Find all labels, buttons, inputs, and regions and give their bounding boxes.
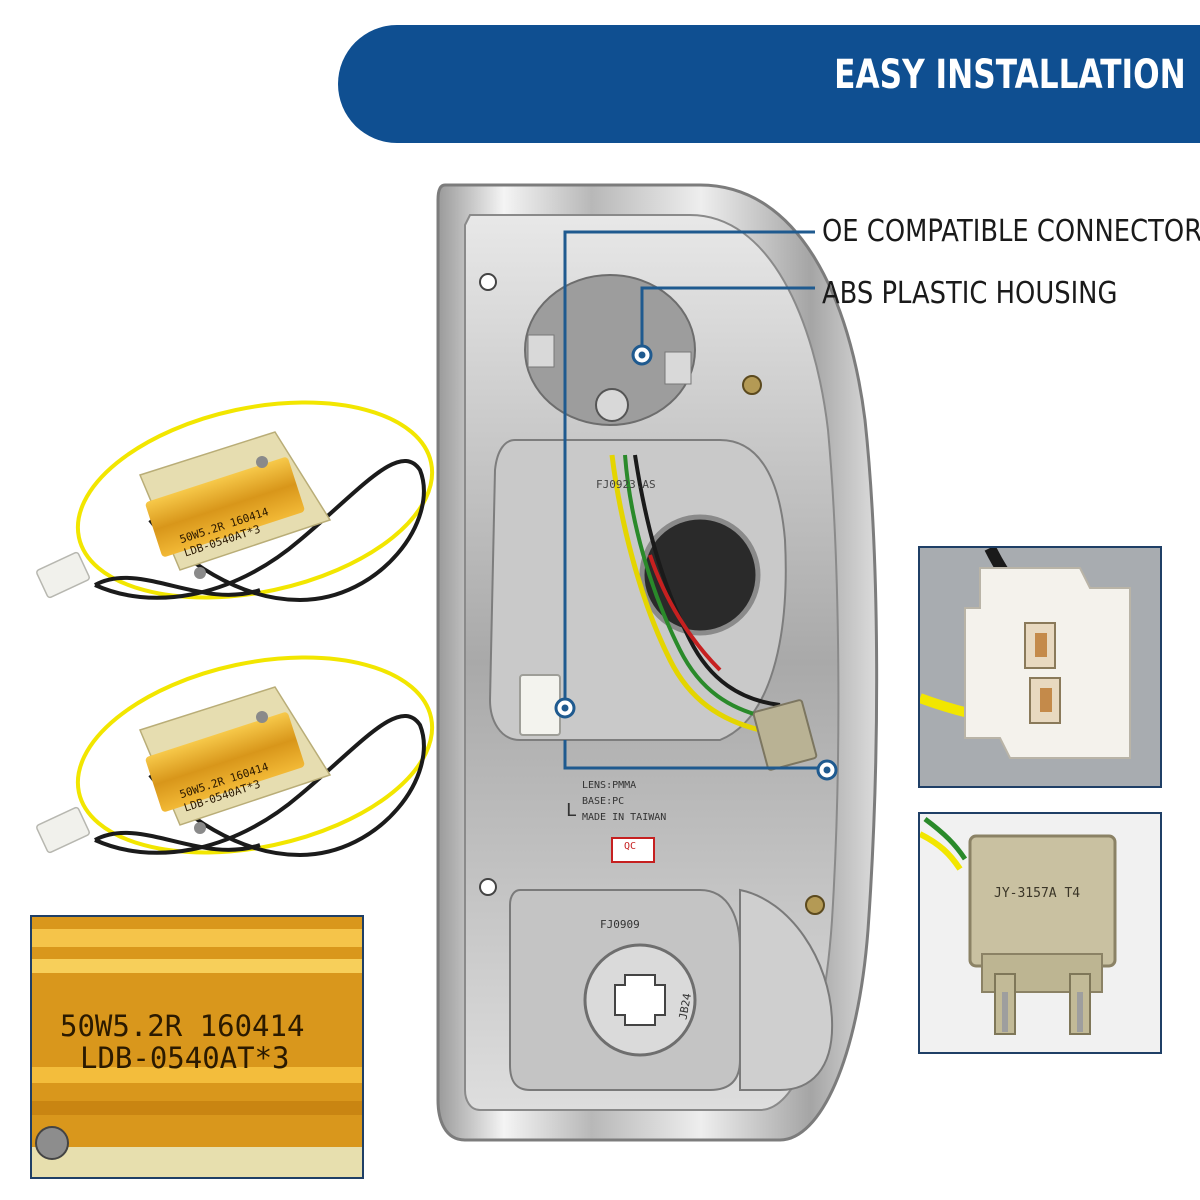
grey-connector-image bbox=[920, 814, 1160, 1052]
callout-oe-connectors: OE COMPATIBLE CONNECTORS bbox=[822, 214, 1200, 249]
resistor-closeup-image bbox=[32, 917, 362, 1177]
connector-code-text: JY-3157A T4 bbox=[994, 886, 1081, 901]
load-resistor-2: 50W5.2R 160414 LDB-0540AT*3 bbox=[36, 655, 435, 858]
housing-origin-mark: MADE IN TAIWAN bbox=[582, 812, 667, 823]
housing-lens-mark: LENS:PMMA bbox=[582, 780, 637, 791]
white-connector-image bbox=[920, 548, 1160, 786]
banner-title: EASY INSTALLATION bbox=[834, 52, 1186, 98]
resistor-model-text: LDB-0540AT*3 bbox=[80, 1041, 290, 1075]
housing-side-mark: L bbox=[566, 800, 577, 821]
tail-light-housing bbox=[436, 183, 879, 1142]
load-resistor-1: 50W5.2R 160414 LDB-0540AT*3 bbox=[36, 400, 435, 603]
header-banner bbox=[338, 25, 1200, 143]
housing-code-top: FJ0923.AS bbox=[596, 478, 656, 491]
housing-base-mark: BASE:PC bbox=[582, 796, 625, 807]
inset-white-connector bbox=[918, 546, 1162, 788]
callout-abs-housing: ABS PLASTIC HOUSING bbox=[822, 276, 1118, 311]
housing-code-bottom: FJ0909 bbox=[600, 918, 640, 931]
inset-resistor-closeup: 50W5.2R 160414 LDB-0540AT*3 bbox=[30, 915, 364, 1179]
qc-sticker-label: QC bbox=[624, 841, 637, 852]
resistor-rating-text: 50W5.2R 160414 bbox=[60, 1009, 305, 1043]
callout-leaders bbox=[554, 230, 838, 781]
inset-grey-connector: JY-3157A T4 bbox=[918, 812, 1162, 1054]
